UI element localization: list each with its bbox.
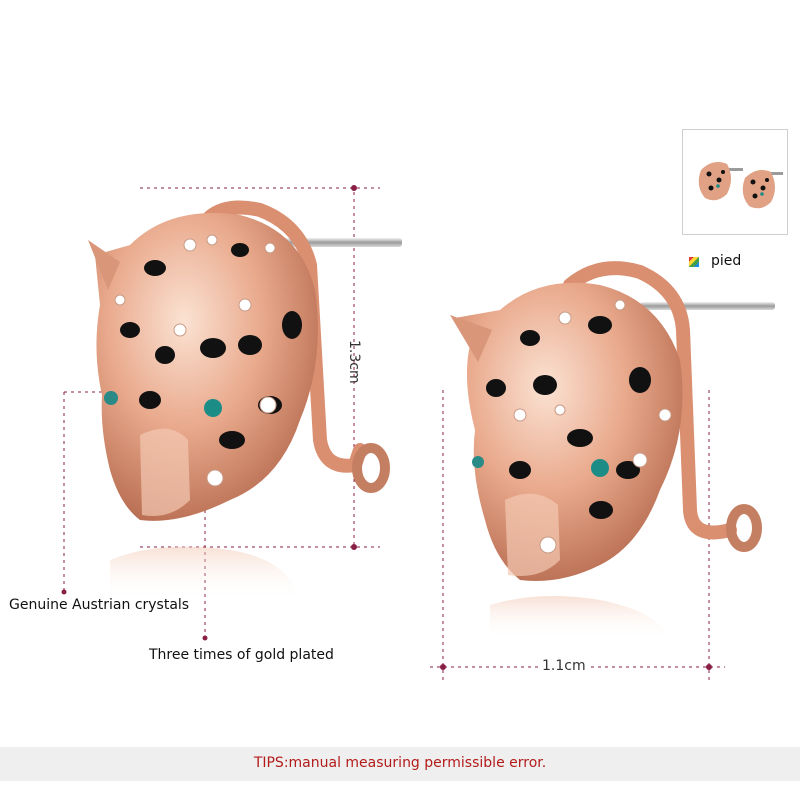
crystals-label: Genuine Austrian crystals [9, 597, 190, 613]
dimension-lines [63, 185, 725, 680]
plating-label: Three times of gold plated [149, 647, 334, 663]
color-swatch-icon [689, 257, 699, 267]
width-label: 1.1cm [538, 658, 590, 674]
thumbnail-image [698, 162, 783, 209]
color-option-thumbnail[interactable] [682, 129, 788, 235]
tips-bar [0, 747, 800, 781]
color-option-name[interactable]: pied [711, 253, 742, 269]
tips-text: TIPS:manual measuring permissible error. [253, 755, 547, 771]
height-label: 1.3cm [346, 340, 362, 384]
